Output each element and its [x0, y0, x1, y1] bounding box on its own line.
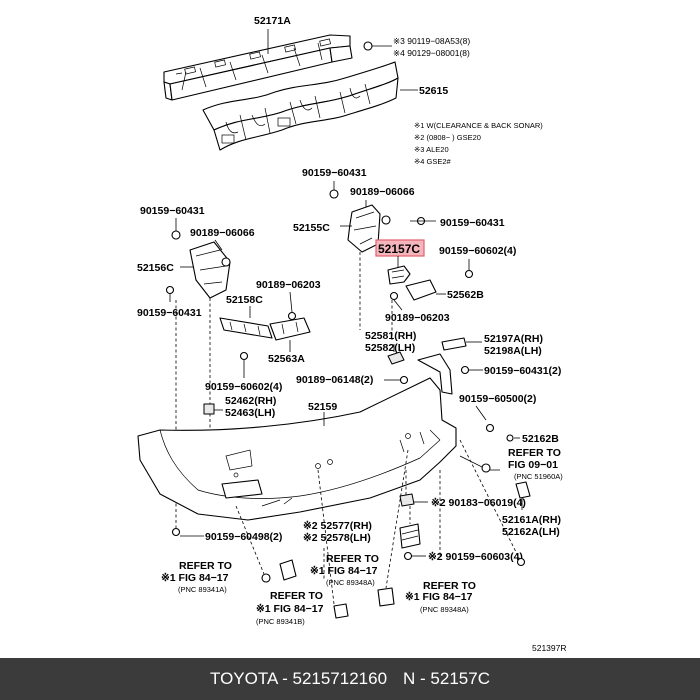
refer3-fig: ※1 FIG 84−17 [310, 565, 378, 577]
label-60602a: 90159−60602(4) [439, 245, 516, 257]
refer1-pnc: (PNC 51960A) [514, 472, 563, 481]
footer-bar: TOYOTA - 5215712160 N - 52157C [0, 658, 700, 700]
label-52563A: 52563A [268, 353, 305, 365]
note-2: ※2 (0808− ) GSE20 [414, 133, 481, 142]
refer4-fig: ※1 FIG 84−17 [256, 603, 324, 615]
label-06148: 90189−06148(2) [296, 374, 373, 386]
bolt-90119 [363, 41, 392, 51]
label-06066b: 90189−06066 [190, 227, 255, 239]
label-60602b: 90159−60602(4) [205, 381, 282, 393]
label-90119: ※3 90119−08A53(8) [393, 36, 470, 46]
sonar-sensor-c [377, 587, 395, 607]
label-52157C: 52157C [378, 242, 420, 256]
label-06203b: 90189−06203 [256, 279, 321, 291]
label-52155C: 52155C [293, 222, 330, 234]
refer4-title: REFER TO [270, 590, 323, 602]
label-60431c: 90159−60431 [140, 205, 205, 217]
label-60431e: 90159−60431(2) [484, 365, 561, 377]
label-52162A: 52162A(LH) [502, 526, 560, 538]
refer5-pnc: (PNC 89348A) [420, 605, 469, 614]
reinforcement-52171A [163, 34, 353, 101]
spacer-52157C [387, 265, 411, 285]
bumper-cover-52159 [137, 353, 457, 521]
label-60431a: 90159−60431 [302, 167, 367, 179]
note-3: ※3 ALE20 [414, 145, 449, 154]
bracket-52563A [269, 317, 311, 341]
sonar-sensor-a [261, 559, 297, 583]
label-52462: 52462(RH) [225, 395, 276, 407]
label-52158C: 52158C [226, 294, 263, 306]
refer2-pnc: (PNC 89341A) [178, 585, 227, 594]
label-60500: 90159−60500(2) [459, 393, 536, 405]
label-52198A: 52198A(LH) [484, 345, 542, 357]
label-52581: 52581(RH) [365, 330, 416, 342]
refer5-title: REFER TO [423, 580, 476, 592]
label-52159: 52159 [308, 401, 337, 413]
label-06066a: 90189−06066 [350, 186, 415, 198]
label-52562B: 52562B [447, 289, 484, 301]
label-60431b: 90159−60431 [440, 217, 505, 229]
refer2-fig: ※1 FIG 84−17 [161, 572, 229, 584]
highlight-52157C [375, 239, 425, 257]
label-52161A: 52161A(RH) [502, 514, 561, 526]
retainer-52155C [347, 204, 391, 253]
label-52615: 52615 [419, 85, 448, 97]
label-06019: ※2 90183−06019(4) [431, 497, 526, 509]
label-52582: 52582(LH) [365, 342, 415, 354]
retainer-52156C [189, 241, 231, 299]
refer4-pnc: (PNC 89341B) [256, 617, 305, 626]
sonar-sensor-b [333, 603, 349, 619]
label-52463: 52463(LH) [225, 407, 275, 419]
footer-brand-part-number: TOYOTA - 5215712160 [210, 669, 388, 688]
label-52578: ※2 52578(LH) [303, 532, 371, 544]
refer1-title: REFER TO [508, 447, 561, 459]
label-52577: ※2 52577(RH) [303, 520, 372, 532]
figure-number: 521397R [532, 643, 567, 653]
label-60498: 90159−60498(2) [205, 531, 282, 543]
refer2-title: REFER TO [179, 560, 232, 572]
footer-pnc: N - 52157C [403, 669, 490, 688]
label-52162B: 52162B [522, 433, 559, 445]
bracket-52562B [389, 279, 437, 301]
label-52156C: 52156C [137, 262, 174, 274]
label-52171A: 52171A [254, 15, 291, 27]
parts-diagram: 52171A ※3 90119−08A53(8) ※4 90129−08001(… [137, 15, 567, 653]
refer5-fig: ※1 FIG 84−17 [405, 591, 473, 603]
label-60603: ※2 90159−60603(4) [428, 551, 523, 563]
refer3-pnc: (PNC 89348A) [326, 578, 375, 587]
label-06203a: 90189−06203 [385, 312, 450, 324]
label-90129: ※4 90129−08001(8) [393, 48, 470, 58]
bracket-52158C [219, 317, 273, 339]
note-4: ※4 GSE2# [414, 157, 452, 166]
refer3-title: REFER TO [326, 553, 379, 565]
absorber-52615 [202, 61, 399, 151]
refer1-fig: FIG 09−01 [508, 459, 558, 471]
label-52197A: 52197A(RH) [484, 333, 543, 345]
label-60431d: 90159−60431 [137, 307, 202, 319]
note-1: ※1 W(CLEARANCE & BACK SONAR) [414, 121, 543, 130]
